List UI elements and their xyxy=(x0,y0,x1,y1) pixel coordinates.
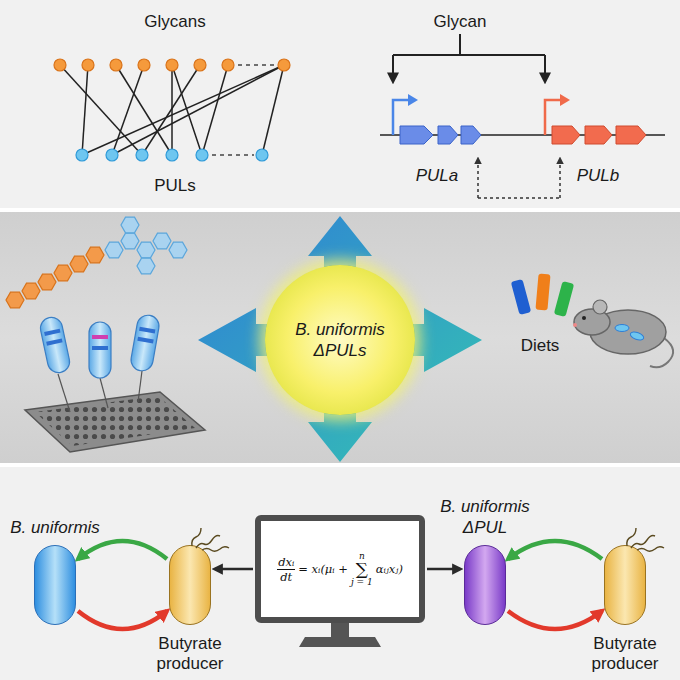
label-text: PULa xyxy=(416,166,459,186)
interaction-arrow xyxy=(508,611,602,629)
circle-title: B. uniformis ΔPULs xyxy=(281,319,399,362)
equation-term: dxᵢ xyxy=(277,555,295,570)
cell-label: B. uniformis ΔPUL xyxy=(429,497,541,538)
interaction-arrow xyxy=(508,541,602,559)
cell-label: Butyrate producer xyxy=(585,634,665,675)
equation-term: n xyxy=(359,552,365,561)
equation-term: j = 1 xyxy=(351,578,373,587)
equation-term: dt xyxy=(280,570,292,584)
equation: dxᵢdt= xᵢ(μᵢ +n∑j = 1αᵢⱼxⱼ) xyxy=(277,552,403,587)
interaction-arrow xyxy=(78,611,167,629)
cell-label: Butyrate producer xyxy=(150,634,230,675)
bacterium-cell: Butyrate producer xyxy=(604,545,646,625)
interaction-arrow xyxy=(78,541,167,559)
equation-term: αᵢⱼxⱼ) xyxy=(376,562,403,576)
equation-term: ∑ xyxy=(356,561,368,578)
equation-fraction: dxᵢdt xyxy=(277,555,295,584)
equation-sum: n∑j = 1 xyxy=(351,552,373,587)
equation-term: = xᵢ(μᵢ + xyxy=(298,562,348,576)
label-text: Glycan xyxy=(434,12,487,32)
bacterium-cell: Butyrate producer xyxy=(169,545,211,625)
cell-label: B. uniformis xyxy=(0,518,115,538)
label-text: Glycans xyxy=(144,12,205,32)
interaction-arrow xyxy=(215,568,253,571)
label-text: PULb xyxy=(577,166,620,186)
flagella xyxy=(188,520,248,560)
bacterium-cell: B. uniformis xyxy=(34,545,76,625)
model-monitor: dxᵢdt= xᵢ(μᵢ +n∑j = 1αᵢⱼxⱼ) xyxy=(255,515,425,623)
bacterium-cell: B. uniformis ΔPUL xyxy=(464,545,506,625)
flagella xyxy=(623,520,680,560)
center-circle: B. uniformis ΔPULs xyxy=(265,265,415,415)
label-text: PULs xyxy=(154,176,196,196)
interaction-arrow xyxy=(427,568,460,571)
label-text: Diets xyxy=(521,336,560,356)
